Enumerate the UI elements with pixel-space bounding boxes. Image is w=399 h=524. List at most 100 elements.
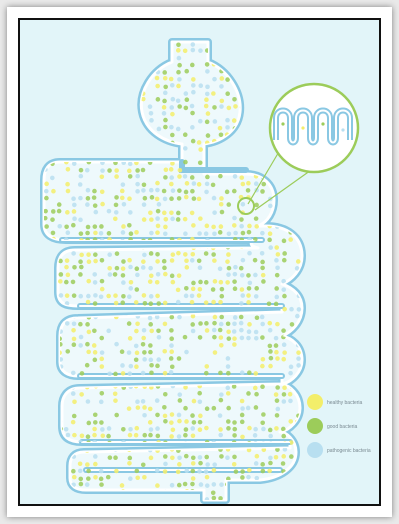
bacteria-dot <box>205 483 210 488</box>
bacteria-dot <box>149 147 154 152</box>
bacteria-dot <box>241 85 246 90</box>
bacteria-dot <box>254 336 259 341</box>
bacteria-dot <box>183 406 188 411</box>
bacteria-dot <box>204 321 209 326</box>
bacteria-dot <box>253 427 258 432</box>
bacteria-dot <box>191 77 196 82</box>
bacteria-dot <box>51 189 56 194</box>
bacteria-dot <box>128 77 133 82</box>
bacteria-dot <box>218 230 223 235</box>
bacteria-dot <box>177 77 182 82</box>
bacteria-dot <box>114 342 119 347</box>
bacteria-dot <box>45 287 50 292</box>
bacteria-dot <box>72 293 77 298</box>
bacteria-dot <box>169 315 174 320</box>
bacteria-dot <box>169 210 174 215</box>
bacteria-dot <box>58 279 63 284</box>
bacteria-dot <box>219 392 224 397</box>
bacteria-dot <box>78 272 83 277</box>
bacteria-dot <box>148 343 153 348</box>
bacteria-dot <box>240 475 245 480</box>
bacteria-dot <box>50 433 55 438</box>
bacteria-dot <box>240 273 245 278</box>
bacteria-dot <box>121 182 126 187</box>
bacteria-dot <box>183 482 188 487</box>
bacteria-dot <box>183 252 188 257</box>
bacteria-dot <box>274 336 279 341</box>
bacteria-dot <box>268 231 273 236</box>
bacteria-dot <box>121 371 126 376</box>
bacteria-dot <box>225 147 230 152</box>
bacteria-dot <box>121 280 126 285</box>
bacteria-dot <box>183 146 188 151</box>
bacteria-dot <box>113 293 118 298</box>
bacteria-dot <box>58 91 63 96</box>
bacteria-dot <box>78 218 83 223</box>
bacteria-dot <box>106 126 111 131</box>
bacteria-dot <box>135 168 140 173</box>
bacteria-dot <box>57 440 62 445</box>
bacteria-dot <box>100 287 105 292</box>
bacteria-dot <box>183 174 188 179</box>
bacteria-dot <box>184 427 189 432</box>
bacteria-dot <box>155 188 160 193</box>
bacteria-dot <box>255 454 260 459</box>
bacteria-dot <box>247 468 252 473</box>
bacteria-dot <box>275 91 280 96</box>
bacteria-dot <box>254 476 259 481</box>
bacteria-dot <box>170 412 175 417</box>
bacteria-dot <box>149 329 154 334</box>
bacteria-dot <box>260 147 265 152</box>
bacteria-dot <box>114 210 119 215</box>
bacteria-dot <box>297 181 302 186</box>
bacteria-dot <box>246 300 251 305</box>
bacteria-dot <box>255 63 260 68</box>
bacteria-dot <box>50 336 55 341</box>
bacteria-dot <box>113 217 118 222</box>
bacteria-dot <box>113 272 118 277</box>
bacteria-dot <box>134 287 139 292</box>
bacteria-dot <box>86 148 91 153</box>
bacteria-dot <box>44 41 49 46</box>
bacteria-dot <box>295 384 300 389</box>
bacteria-dot <box>149 294 154 299</box>
bacteria-dot <box>282 294 287 299</box>
bacteria-dot <box>246 119 251 124</box>
bacteria-dot <box>198 461 203 466</box>
bacteria-dot <box>274 161 279 166</box>
bacteria-dot <box>198 280 203 285</box>
bacteria-dot <box>177 392 182 397</box>
bacteria-dot <box>100 168 105 173</box>
bacteria-dot <box>100 189 105 194</box>
bacteria-dot <box>135 351 140 356</box>
bacteria-dot <box>66 146 71 151</box>
bacteria-dot <box>157 335 162 340</box>
bacteria-dot <box>50 405 55 410</box>
bacteria-dot <box>135 273 140 278</box>
bacteria-dot <box>253 125 258 130</box>
bacteria-dot <box>106 112 111 117</box>
bacteria-dot <box>246 153 251 158</box>
bacteria-dot <box>99 224 104 229</box>
bacteria-dot <box>51 104 56 109</box>
bacteria-dot <box>225 125 230 130</box>
bacteria-dot <box>107 252 112 257</box>
bacteria-dot <box>254 392 259 397</box>
bacteria-dot <box>282 342 287 347</box>
bacteria-dot <box>282 57 287 62</box>
bacteria-dot <box>282 392 287 397</box>
bacteria-dot <box>177 56 182 61</box>
bacteria-dot <box>66 273 71 278</box>
bacteria-dot <box>192 420 197 425</box>
bacteria-dot <box>275 483 280 488</box>
bacteria-dot <box>191 223 196 228</box>
bacteria-dot <box>155 426 160 431</box>
bacteria-dot <box>184 286 189 291</box>
bacteria-dot <box>142 350 147 355</box>
bacteria-dot <box>93 231 98 236</box>
bacteria-dot <box>79 335 84 340</box>
bacteria-dot <box>128 371 133 376</box>
bacteria-dot <box>44 196 49 201</box>
bacteria-dot <box>176 127 181 132</box>
bacteria-dot <box>72 399 77 404</box>
